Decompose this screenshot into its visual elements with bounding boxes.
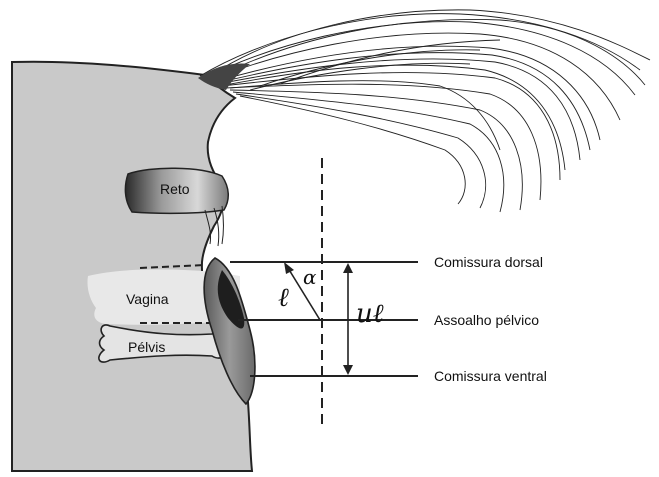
l-symbol: ℓ [278,283,289,313]
pelvis-label: Pélvis [128,339,165,355]
angle-arrow-head [284,262,294,274]
comissura-ventral-label: Comissura ventral [434,368,547,384]
vagina-label: Vagina [126,291,169,307]
height-arrow-head-bottom [343,365,353,375]
alpha-symbol: α [303,265,317,289]
tail [200,10,650,212]
reto-label: Reto [160,181,190,197]
assoalho-pelvico-label: Assoalho pélvico [434,312,539,328]
ul-symbol: uℓ [356,299,384,329]
height-arrow-head-top [343,263,353,273]
comissura-dorsal-label: Comissura dorsal [434,254,543,270]
